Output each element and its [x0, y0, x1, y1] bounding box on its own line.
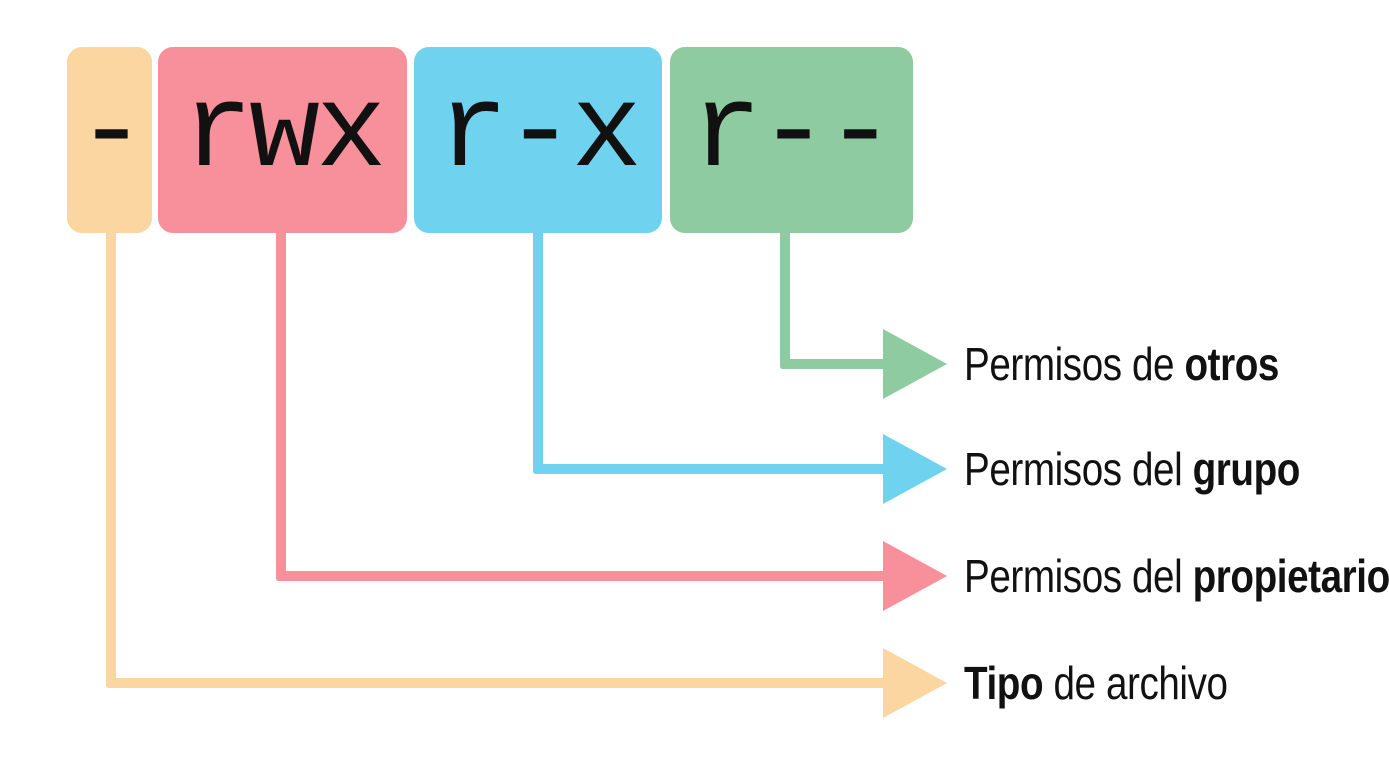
- file-type-connector-line: [106, 230, 883, 688]
- owner-label-prefix: Permisos del: [964, 550, 1193, 602]
- group-arrow-icon: [883, 434, 947, 504]
- group-permissions-box: r-x: [414, 47, 662, 233]
- group-permissions-chars: r-x: [437, 68, 642, 201]
- owner-label: Permisos del propietario: [964, 549, 1389, 603]
- others-permissions-chars: r--: [691, 68, 895, 201]
- group-label-prefix: Permisos del: [964, 443, 1193, 495]
- owner-permissions-box: rwx: [158, 47, 407, 233]
- owner-permissions-chars: rwx: [182, 68, 386, 201]
- others-label-bold: otros: [1184, 338, 1279, 390]
- group-label: Permisos del grupo: [964, 442, 1300, 496]
- file-type-label: Tipo de archivo: [964, 656, 1228, 710]
- owner-connector-line: [276, 230, 883, 581]
- file-type-label-suffix: de archivo: [1043, 657, 1228, 709]
- group-label-bold: grupo: [1192, 443, 1301, 495]
- file-type-label-bold: Tipo: [964, 657, 1044, 709]
- file-type-arrow-icon: [883, 648, 947, 718]
- group-connector-line: [533, 230, 883, 474]
- file-type-chars: -: [76, 68, 147, 201]
- owner-arrow-icon: [883, 541, 947, 611]
- others-connector-line: [780, 230, 883, 369]
- others-label-prefix: Permisos de: [964, 338, 1185, 390]
- others-label: Permisos de otros: [964, 337, 1279, 391]
- file-type-box: -: [67, 47, 152, 233]
- others-permissions-box: r--: [670, 47, 913, 233]
- others-arrow-icon: [883, 329, 947, 399]
- owner-label-bold: propietario: [1192, 550, 1389, 602]
